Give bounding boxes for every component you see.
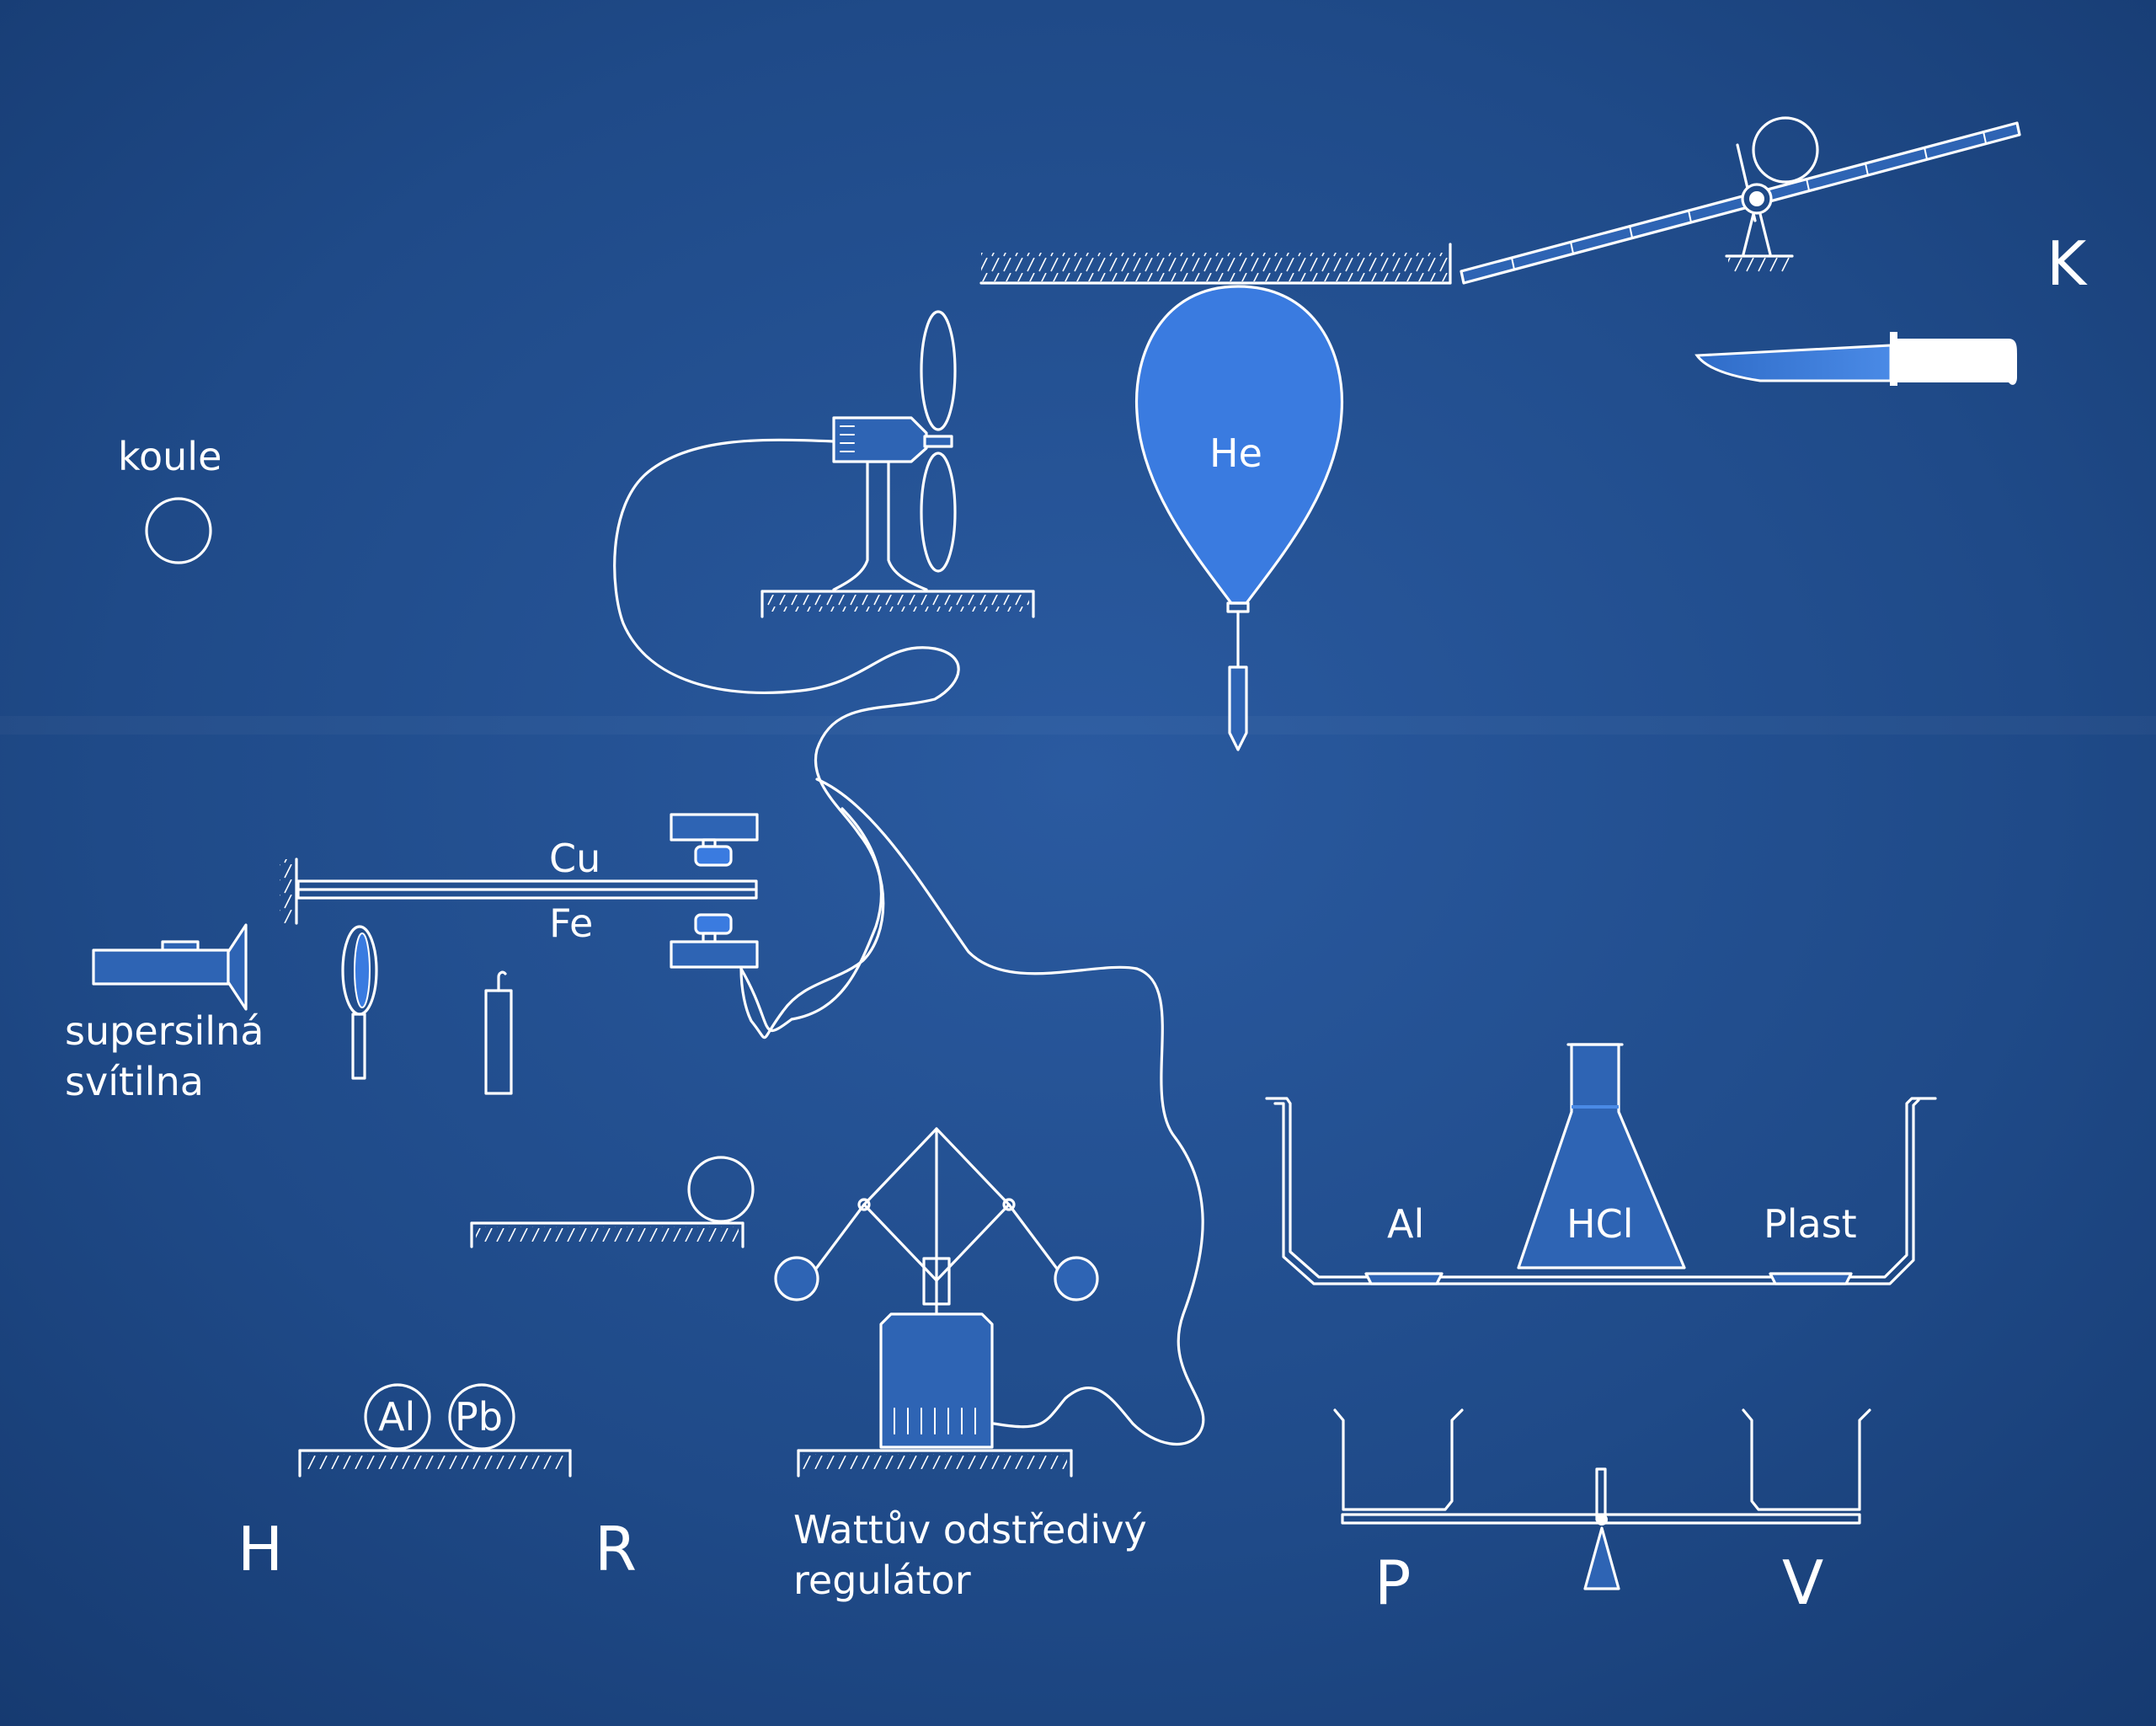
r-label: R [595,1514,637,1584]
hcl-label: HCl [1566,1201,1634,1247]
alpb-table-hatch [304,1454,567,1469]
pivot-center [1749,191,1764,206]
watt-line1: Wattův odstředivý [793,1507,1147,1552]
right-pan [1742,1408,1871,1511]
watt-governor-icon [774,1127,1099,1478]
al-pb-setup: Al Pb H R [237,1383,637,1584]
ball-icon [145,497,212,564]
balance-pivot [1596,1514,1608,1526]
p-label: P [1374,1547,1411,1618]
fe-label: Fe [549,900,593,946]
al-plate [1364,1272,1444,1285]
tray-flask-setup: Al HCl Plast [1265,1043,1937,1285]
candle-icon [484,970,513,1095]
fan-cable [613,438,960,1039]
al-ball-label: Al [378,1394,415,1440]
al-ball [364,1383,431,1451]
plast-label: Plast [1764,1201,1857,1247]
flashlight-icon [92,948,230,986]
watt-line2: regulátor [793,1558,971,1603]
fan-motor [832,416,928,463]
seesaw-ramp-icon [1460,121,2021,285]
governor-ball-left [774,1256,819,1301]
knife-blade [1694,344,1892,382]
plast-plate [1769,1272,1853,1285]
governor-table-hatch [803,1454,1067,1469]
pivot-hatch [1728,258,1790,273]
knife-handle [1897,339,2017,385]
knife-icon [1694,332,2017,386]
upper-electromagnet [670,813,759,842]
ramp-ball [1752,116,1819,184]
fan-table-hatch [766,595,1029,612]
al-tray-label: Al [1387,1201,1424,1247]
cu-label: Cu [549,836,600,881]
tray-inner [1265,1097,1937,1279]
tray-outer [1273,1098,1920,1285]
koule-label: koule [118,434,221,479]
v-label: V [1782,1547,1823,1618]
upper-contact [694,845,733,867]
governor-joint-right [1002,1198,1016,1211]
pb-ball [448,1383,515,1451]
helium-balloon-setup: He [979,243,1452,751]
he-label: He [1209,430,1262,476]
seesaw-ramp [1460,116,2021,285]
fan-blade-bottom [920,452,957,573]
governor-cable [815,778,1205,1445]
svitilna-line2: svítilna [65,1059,204,1104]
h-label: H [237,1514,283,1584]
magnifier-icon [341,925,378,1080]
balance-stand [1583,1526,1620,1590]
ball-koule: koule [118,434,221,564]
fan-hub [923,435,953,448]
governor-ball-arms [812,1203,1061,1274]
bimetal-setup: Cu Fe [280,807,883,1033]
electromagnet-icon [670,940,759,969]
flashlight-setup: supersilná svítilna [65,923,264,1104]
wall-hatch [280,859,295,923]
governor-joint-left [857,1198,871,1211]
governor-motor-vents [894,1408,976,1435]
fan-vents [840,425,855,452]
ball-on-table [470,1156,755,1248]
svitilna-line1: supersilná [65,1008,264,1054]
flashlight-head [227,923,248,1011]
left-pan [1333,1408,1464,1511]
candle-wick [497,970,507,992]
fan-setup [613,310,1205,1445]
fan-blade-top [920,310,957,431]
governor-ball-right [1054,1256,1099,1301]
knife-guard [1890,332,1897,386]
pb-ball-label: Pb [455,1394,503,1440]
lens-handle [351,1013,366,1080]
contact-wire [739,807,883,1033]
paper-fold [0,716,2156,735]
balance-scale-icon: P V [1333,1408,1871,1618]
k-label: K [2047,228,2088,299]
governor-sleeve [922,1257,951,1306]
balloon-weight [1228,665,1248,751]
ceiling-hatch [981,253,1450,281]
lower-contact [694,913,733,935]
ball-table-hatch [476,1226,739,1242]
table-ball [687,1156,755,1223]
lens-glass [354,932,371,1008]
